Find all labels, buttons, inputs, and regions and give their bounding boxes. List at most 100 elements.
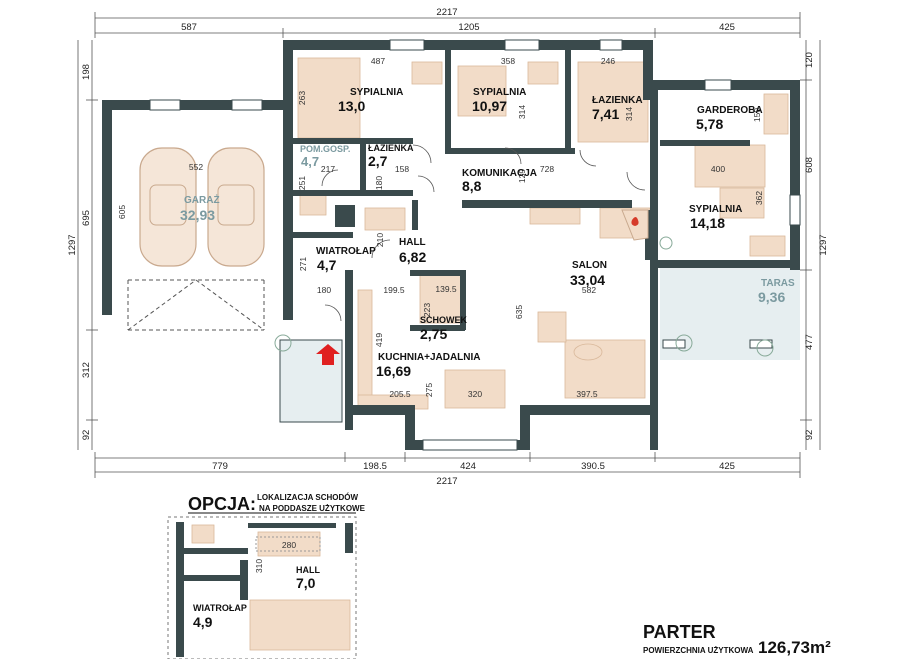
room-area: 4,7 — [301, 154, 319, 169]
svg-text:199.5: 199.5 — [383, 285, 405, 295]
entrance-arrow-icon — [316, 344, 340, 365]
dim-right-seg: 92 — [804, 430, 815, 441]
dim-left-seg: 695 — [81, 210, 92, 226]
room-area: 13,0 — [338, 98, 365, 114]
fireplace-icon — [621, 209, 649, 241]
option-subtitle: NA PODDASZE UŻYTKOWE — [259, 504, 366, 513]
walls — [102, 40, 800, 450]
interior-dimensions: 487 358 246 263 314 314 150 552 605 217 … — [117, 56, 764, 399]
svg-text:223: 223 — [422, 303, 432, 317]
room-name: KUCHNIA+JADALNIA — [378, 352, 481, 363]
svg-text:150: 150 — [752, 108, 762, 122]
room-name: ŁAZIENKA — [592, 95, 643, 106]
dim-top-seg: 587 — [181, 22, 197, 33]
svg-text:280: 280 — [282, 540, 296, 550]
room-name: TARAS — [761, 278, 795, 289]
dim-bottom-seg: 198.5 — [363, 461, 387, 472]
plant-icons — [274, 236, 774, 357]
svg-text:397.5: 397.5 — [576, 389, 598, 399]
dim-top-seg: 1205 — [458, 22, 479, 33]
svg-text:358: 358 — [501, 56, 515, 66]
svg-text:180: 180 — [317, 285, 331, 295]
garage-cars — [139, 147, 265, 267]
option-inset: 280 310 HALL 7,0 WIATROŁAP 4,9 — [167, 516, 357, 659]
svg-text:419: 419 — [374, 333, 384, 347]
room-name: ŁAZIENKA — [368, 143, 414, 153]
svg-text:728: 728 — [540, 164, 554, 174]
svg-text:251: 251 — [297, 176, 307, 190]
dim-right-seg: 120 — [804, 52, 815, 68]
svg-text:217: 217 — [321, 164, 335, 174]
svg-text:263: 263 — [297, 91, 307, 105]
svg-text:552: 552 — [189, 162, 203, 172]
svg-text:246: 246 — [601, 56, 615, 66]
room-area: 33,04 — [570, 272, 605, 288]
option-title: OPCJA: — [188, 494, 256, 514]
room-name: GARAŻ — [184, 193, 220, 206]
room-area: 7,0 — [296, 575, 316, 591]
dim-bottom-seg: 425 — [719, 461, 735, 472]
area-label: POWIERZCHNIA UŻYTKOWA — [643, 646, 754, 655]
room-area: 32,93 — [180, 207, 215, 223]
dim-right-seg: 608 — [804, 157, 815, 173]
room-name: SYPIALNIA — [689, 204, 742, 215]
dim-bottom-seg: 390.5 — [581, 461, 605, 472]
room-area: 2,7 — [368, 153, 388, 169]
room-area: 4,7 — [317, 257, 337, 273]
svg-text:271: 271 — [298, 257, 308, 271]
room-name: SCHOWEK — [420, 315, 468, 325]
dim-left-seg: 92 — [81, 430, 92, 441]
windows — [149, 39, 801, 451]
dim-bottom-seg: 424 — [460, 461, 476, 472]
dim-top-total: 2217 — [436, 7, 457, 18]
svg-text:362: 362 — [754, 191, 764, 205]
room-labels: SYPIALNIA 13,0 SYPIALNIA 10,97 ŁAZIENKA … — [180, 87, 795, 379]
room-area: 14,18 — [690, 215, 725, 231]
room-name: HALL — [296, 565, 320, 575]
svg-text:320: 320 — [468, 389, 482, 399]
room-name: HALL — [399, 237, 426, 248]
dim-left-total: 1297 — [67, 234, 78, 255]
svg-text:139.5: 139.5 — [435, 284, 457, 294]
room-area: 4,9 — [193, 614, 213, 630]
dim-right-seg: 477 — [804, 334, 815, 350]
room-area: 8,8 — [462, 178, 482, 194]
room-name: SYPIALNIA — [473, 87, 526, 98]
level-title: PARTER — [643, 622, 716, 642]
room-area: 2,75 — [420, 326, 447, 342]
room-area: 16,69 — [376, 363, 411, 379]
svg-text:605: 605 — [117, 205, 127, 219]
room-name: KOMUNIKACJA — [462, 168, 537, 179]
svg-text:129: 129 — [517, 169, 527, 183]
dimension-lines — [77, 12, 821, 478]
room-area: 6,82 — [399, 249, 426, 265]
svg-text:210: 210 — [375, 233, 385, 247]
room-area: 5,78 — [696, 116, 723, 132]
svg-text:180: 180 — [374, 176, 384, 190]
room-area: 7,41 — [592, 106, 619, 122]
dim-left-seg: 198 — [81, 64, 92, 80]
room-name: SALON — [572, 260, 607, 271]
svg-text:158: 158 — [395, 164, 409, 174]
svg-text:400: 400 — [711, 164, 725, 174]
room-name: WIATROŁAP — [193, 603, 247, 613]
svg-text:635: 635 — [514, 305, 524, 319]
svg-text:314: 314 — [624, 107, 634, 121]
dim-right-total: 1297 — [818, 234, 829, 255]
dim-bottom-seg: 779 — [212, 461, 228, 472]
dim-left-seg: 312 — [81, 362, 92, 378]
option-subtitle: LOKALIZACJA SCHODÓW — [257, 493, 358, 502]
garage-door-swing — [127, 279, 265, 331]
room-area: 10,97 — [472, 98, 507, 114]
door-swings — [321, 144, 646, 322]
svg-text:275: 275 — [424, 383, 434, 397]
room-name: POM.GOSP. — [300, 144, 350, 154]
svg-text:310: 310 — [254, 559, 264, 573]
svg-text:314: 314 — [517, 105, 527, 119]
dim-top-seg: 425 — [719, 22, 735, 33]
svg-text:582: 582 — [582, 285, 596, 295]
room-name: SYPIALNIA — [350, 87, 403, 98]
svg-text:487: 487 — [371, 56, 385, 66]
room-name: GARDEROBA — [697, 105, 763, 116]
